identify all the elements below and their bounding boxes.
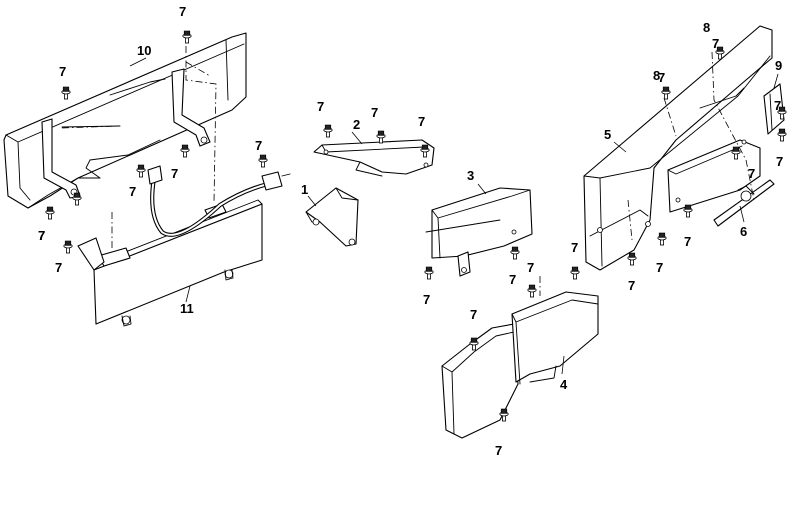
fastener-bolts [45, 30, 787, 422]
callout-7-1: 7 [179, 4, 186, 19]
bolt-6 [180, 144, 190, 158]
callout-7-12: 7 [423, 292, 430, 307]
callout-10: 10 [137, 43, 151, 58]
part-10-upper-shield [3, 32, 247, 209]
callout-7-22: 7 [776, 154, 783, 169]
callout-7-17: 7 [495, 443, 502, 458]
bolt-12 [424, 266, 434, 280]
callout-7-24: 7 [684, 234, 691, 249]
bolt-18 [715, 46, 725, 60]
bolt-24 [683, 204, 693, 218]
callout-8a: 8 [703, 20, 710, 35]
bolt-20 [731, 146, 741, 160]
bolt-11 [420, 144, 430, 158]
callout-leaders [129, 57, 779, 375]
callout-7-4: 7 [38, 228, 45, 243]
part-2-plate [313, 139, 435, 177]
callout-7-7: 7 [255, 138, 262, 153]
wire-harness [147, 165, 291, 237]
callout-7-2: 7 [59, 64, 66, 79]
callout-7-6: 7 [171, 166, 178, 181]
bolt-14 [527, 284, 537, 298]
part-1-guard [305, 187, 359, 247]
bolt-16 [469, 337, 479, 351]
callout-7-25: 7 [628, 278, 635, 293]
callout-7-21: 7 [774, 98, 781, 113]
bolt-13 [510, 246, 520, 260]
callout-7-18: 7 [712, 36, 719, 51]
callout-7-10: 7 [371, 105, 378, 120]
callout-11: 11 [180, 301, 194, 316]
part-4-lower-guard [441, 291, 599, 439]
callout-labels: 10 2 3 1 11 4 5 6 8 8 9 [137, 20, 782, 392]
bolt-1 [182, 30, 192, 44]
bolt-7 [258, 154, 268, 168]
callout-5: 5 [604, 127, 611, 142]
callout-9: 9 [775, 58, 782, 73]
callout-4: 4 [560, 377, 568, 392]
callout-1: 1 [301, 182, 308, 197]
bolt-9 [323, 124, 333, 138]
callout-3: 3 [467, 168, 474, 183]
callout-7-3: 7 [38, 228, 45, 243]
callout-6: 6 [740, 224, 747, 239]
callout-7-9: 7 [317, 99, 324, 114]
part-9-clip [763, 83, 785, 135]
callout-7-16: 7 [470, 307, 477, 322]
bolt-22 [777, 128, 787, 142]
callout-7-23: 7 [656, 260, 663, 275]
bolt-8 [63, 240, 73, 254]
bolt-10 [376, 130, 386, 144]
bolt-3 [72, 192, 82, 206]
callout-7-14: 7 [527, 260, 534, 275]
alignment-lines [61, 46, 755, 296]
bolt-23 [657, 232, 667, 246]
bolt-15 [570, 266, 580, 280]
bolt-4 [45, 206, 55, 220]
callout-8b: 8 [653, 68, 660, 83]
callout-7-11: 7 [418, 114, 425, 129]
bolt-2 [61, 86, 71, 100]
bolt-5 [136, 164, 146, 178]
bolt-17 [499, 408, 509, 422]
part-3-cover [425, 187, 533, 277]
callout-7-19: 7 [658, 70, 665, 85]
callout-7-5: 7 [129, 184, 136, 199]
bolt-25 [627, 252, 637, 266]
part-11-lower-shield [77, 199, 263, 327]
callout-7-8: 7 [55, 260, 62, 275]
part-6-rod [713, 179, 775, 227]
bolt-19 [661, 86, 671, 100]
callout-2: 2 [353, 117, 360, 132]
callout-7-20: 7 [748, 166, 755, 181]
callout-7-13: 7 [509, 272, 516, 287]
bolt-21 [777, 106, 787, 120]
callout-7-15: 7 [571, 240, 578, 255]
